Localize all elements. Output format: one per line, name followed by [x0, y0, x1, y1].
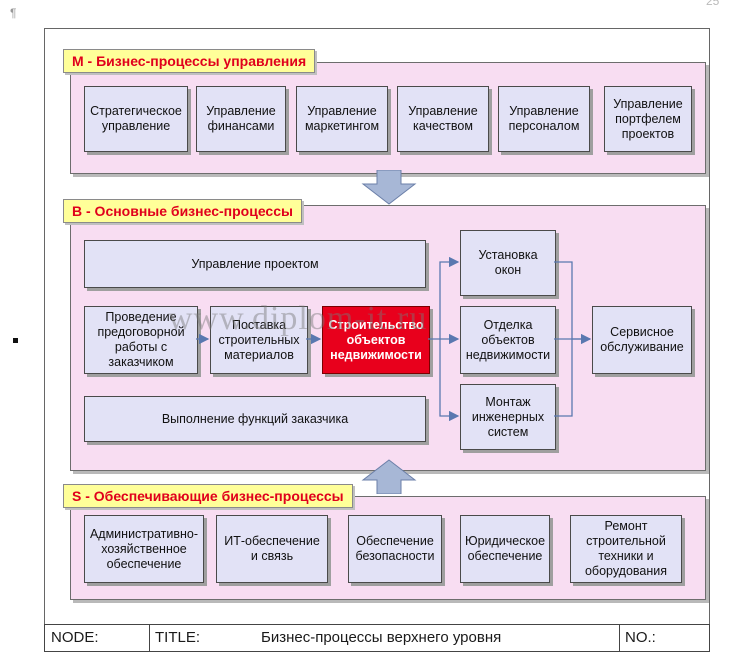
- s-box-equipment-repair: Ремонт строительной техники и оборудован…: [570, 515, 682, 583]
- b-box-service: Сервисное обслуживание: [592, 306, 692, 374]
- pilcrow-mark: ¶: [10, 6, 17, 20]
- footer-node-label: NODE:: [51, 629, 99, 646]
- section-management-label: M - Бизнес-процессы управления: [63, 49, 316, 73]
- footer-no-label: NO.:: [625, 629, 656, 646]
- m-box-strategic: Стратегическое управление: [84, 86, 188, 152]
- b-box-windows: Установка окон: [460, 230, 556, 296]
- bullet-mark: [13, 338, 18, 343]
- m-box-portfolio: Управление портфелем проектов: [604, 86, 692, 152]
- s-box-admin: Административно- хозяйственное обеспечен…: [84, 515, 204, 583]
- arrow-down-icon: [361, 170, 417, 205]
- footer-title-value: Бизнес-процессы верхнего уровня: [261, 629, 502, 646]
- footer-title-label: TITLE:: [155, 629, 201, 646]
- b-box-materials: Поставка строительных материалов: [210, 306, 308, 374]
- section-support-label: S - Обеспечивающие бизнес-процессы: [63, 484, 353, 508]
- b-box-customer-functions: Выполнение функций заказчика: [84, 396, 426, 442]
- arrow-up-icon: [361, 459, 417, 494]
- m-box-finance: Управление финансами: [196, 86, 286, 152]
- section-core-label: B - Основные бизнес-процессы: [63, 199, 302, 223]
- b-box-engineering: Монтаж инженерных систем: [460, 384, 556, 450]
- b-box-project-management: Управление проектом: [84, 240, 426, 288]
- b-box-construction: Строительство объектов недвижимости: [322, 306, 430, 374]
- b-box-pre-contract: Проведение предоговорной работы с заказч…: [84, 306, 198, 374]
- b-box-finishing: Отделка объектов недвижимости: [460, 306, 556, 374]
- s-box-it: ИТ-обеспечение и связь: [216, 515, 328, 583]
- m-box-quality: Управление качеством: [397, 86, 489, 152]
- s-box-security: Обеспечение безопасности: [348, 515, 442, 583]
- page-number: 25: [706, 0, 720, 8]
- footer-divider-2: [619, 625, 620, 651]
- s-box-legal: Юридическое обеспечение: [460, 515, 550, 583]
- footer-bar: NODE: TITLE: Бизнес-процессы верхнего ур…: [44, 624, 710, 652]
- m-box-marketing: Управление маркетингом: [296, 86, 388, 152]
- footer-divider-1: [149, 625, 150, 651]
- m-box-personnel: Управление персоналом: [498, 86, 590, 152]
